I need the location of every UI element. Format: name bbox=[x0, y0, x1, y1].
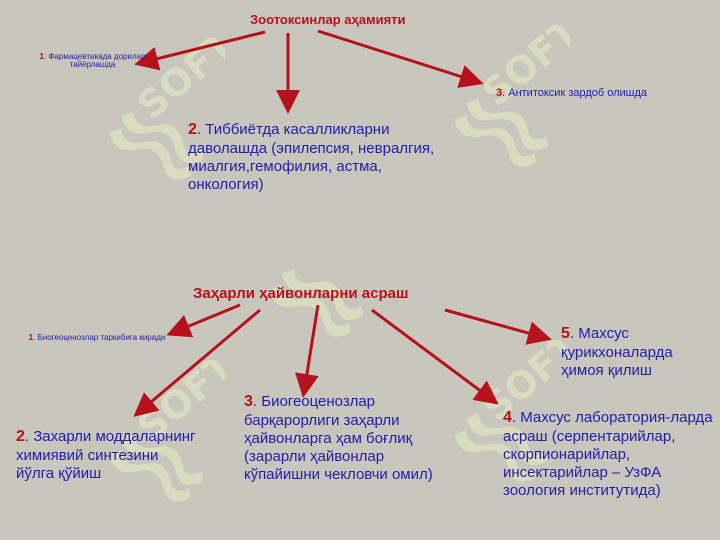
item-number: 1 bbox=[28, 333, 34, 342]
item-number: 3 bbox=[496, 87, 503, 99]
arrow-bottom-1 bbox=[166, 303, 241, 338]
top-item-1: 1. Фармацевтикада дорилар тайёрлашда bbox=[30, 52, 155, 70]
arrow-top-3 bbox=[317, 29, 484, 88]
item-number: 4 bbox=[503, 409, 512, 426]
item-number: 2 bbox=[16, 428, 25, 445]
watermark-logo: SOFT bbox=[454, 25, 570, 167]
arrow-bottom-2 bbox=[133, 308, 261, 417]
bottom-item-1: 1. Биогеоценозлар таркибига киради bbox=[22, 333, 172, 342]
item-text: . Биогеоценозлар таркибига киради bbox=[33, 333, 166, 342]
item-text: . Фармацевтикада дорилар тайёрлашда bbox=[43, 52, 146, 70]
item-number: 1 bbox=[39, 52, 44, 61]
bottom-item-2: 2. Захарли моддаларнинг химиявий синтези… bbox=[16, 427, 198, 483]
item-text: . Биогеоценозлар барқарорлиги заҳарли ҳа… bbox=[244, 393, 433, 484]
arrow-top-1 bbox=[134, 30, 266, 71]
item-number: 5 bbox=[561, 325, 570, 342]
bottom-item-5: 5. Махсус қурикхоналарда ҳимоя қилиш bbox=[561, 324, 711, 380]
arrow-bottom-4 bbox=[371, 308, 499, 405]
arrow-bottom-3 bbox=[295, 304, 320, 398]
item-text: . Махсус қурикхоналарда ҳимоя қилиш bbox=[561, 325, 673, 379]
item-number: 2 bbox=[188, 121, 197, 138]
top-item-3: 3. Антитоксик зардоб олишда bbox=[496, 87, 696, 100]
arrow-bottom-5 bbox=[444, 308, 552, 345]
bottom-title: Заҳарли ҳайвонларни асраш bbox=[193, 285, 409, 302]
watermark-logo bbox=[269, 268, 364, 337]
item-text: . Захарли моддаларнинг химиявий синтезин… bbox=[16, 428, 196, 482]
item-number: 3 bbox=[244, 393, 253, 410]
item-text: . Махсус лаборатория-ларда асраш (серпен… bbox=[503, 409, 713, 500]
bottom-item-3: 3. Биогеоценозлар барқарорлиги заҳарли ҳ… bbox=[244, 392, 444, 485]
item-text: . Антитоксик зардоб олишда bbox=[502, 87, 648, 99]
top-item-2: 2. Тиббиётда касалликларни даволашда (эп… bbox=[188, 120, 448, 194]
bottom-item-4: 4. Махсус лаборатория-ларда асраш (серпе… bbox=[503, 408, 715, 501]
top-title: Зоотоксинлар аҳамияти bbox=[250, 12, 406, 27]
item-text: . Тиббиётда касалликларни даволашда (эпи… bbox=[188, 121, 435, 194]
